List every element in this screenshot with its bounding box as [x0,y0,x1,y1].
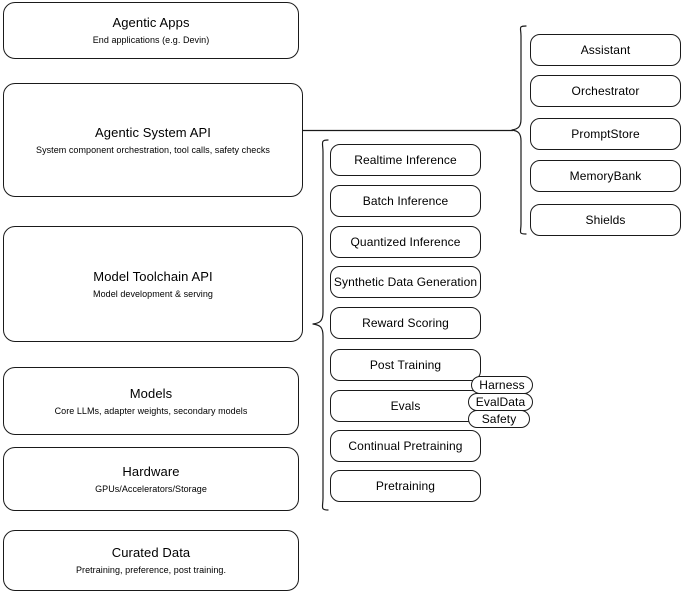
layer-subtitle: End applications (e.g. Devin) [92,35,210,45]
layer-title: Curated Data [111,545,191,560]
stack-layer-agentic-system-api[interactable]: Agentic System API System component orch… [3,83,303,197]
toolchain-api-synthetic-data-generation[interactable]: Synthetic Data Generation [330,266,481,298]
agentic-component-assistant[interactable]: Assistant [530,34,681,66]
layer-subtitle: Model development & serving [93,288,213,299]
stack-layer-models[interactable]: Models Core LLMs, adapter weights, secon… [3,367,299,435]
agentic-component-shields[interactable]: Shields [530,204,681,236]
layer-subtitle: Core LLMs, adapter weights, secondary mo… [54,405,248,416]
eval-tag-evaldata[interactable]: EvalData [468,393,533,411]
stack-layer-curated-data[interactable]: Curated Data Pretraining, preference, po… [3,530,299,591]
eval-tag-harness[interactable]: Harness [471,376,533,394]
toolchain-api-reward-scoring[interactable]: Reward Scoring [330,307,481,339]
toolchain-api-batch-inference[interactable]: Batch Inference [330,185,481,217]
agentic-component-orchestrator[interactable]: Orchestrator [530,75,681,107]
toolchain-api-post-training[interactable]: Post Training [330,349,481,381]
agentic-component-promptstore[interactable]: PromptStore [530,118,681,150]
layer-subtitle: System component orchestration, tool cal… [36,144,270,155]
toolchain-api-continual-pretraining[interactable]: Continual Pretraining [330,430,481,462]
layer-title: Model Toolchain API [93,268,213,284]
layer-title: Agentic Apps [112,15,190,30]
agentic-system-api-connector-line [303,124,515,138]
stack-layer-model-toolchain-api[interactable]: Model Toolchain API Model development & … [3,226,303,342]
toolchain-api-quantized-inference[interactable]: Quantized Inference [330,226,481,258]
layer-subtitle: Pretraining, preference, post training. [75,565,227,575]
stack-layer-hardware[interactable]: Hardware GPUs/Accelerators/Storage [3,447,299,511]
stack-layer-agentic-apps[interactable]: Agentic Apps End applications (e.g. Devi… [3,2,299,59]
agentic-component-memorybank[interactable]: MemoryBank [530,160,681,192]
layer-title: Models [129,385,173,401]
eval-tag-safety[interactable]: Safety [468,410,530,428]
toolchain-api-pretraining[interactable]: Pretraining [330,470,481,502]
toolchain-api-realtime-inference[interactable]: Realtime Inference [330,144,481,176]
layer-title: Hardware [122,463,180,479]
agentic-components-brace [508,24,530,242]
toolchain-api-evals[interactable]: Evals [330,390,481,422]
model-toolchain-api-brace [308,138,330,518]
layer-subtitle: GPUs/Accelerators/Storage [95,483,207,494]
layer-title: Agentic System API [95,124,211,140]
